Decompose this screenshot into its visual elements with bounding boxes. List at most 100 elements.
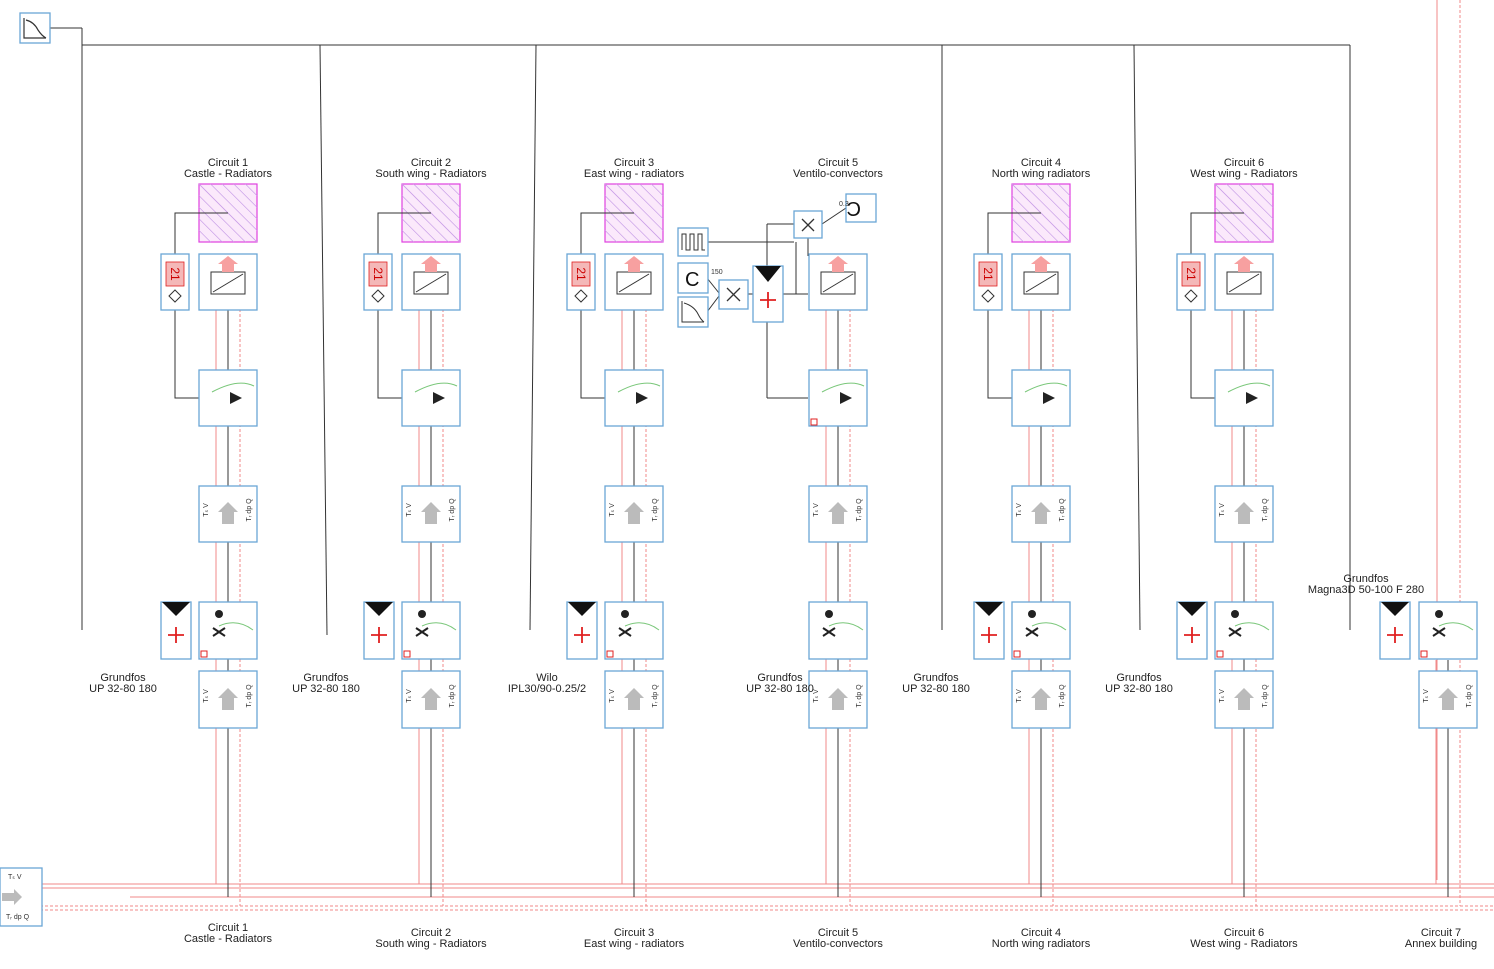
three-way-valve-icon [433, 392, 445, 404]
bus-wire-5 [1133, 44, 1141, 631]
valve-block[interactable] [401, 369, 461, 427]
pump-block-frame [198, 601, 258, 660]
valve-icon [618, 627, 632, 637]
pump-block[interactable] [1418, 601, 1478, 660]
grid-line [639, 183, 664, 208]
pump-model: UP 32-80 180 [1105, 683, 1173, 695]
pump-summation-block[interactable] [1379, 601, 1411, 660]
pump-summation-block[interactable] [1176, 601, 1208, 660]
pump-summation-block[interactable] [363, 601, 395, 660]
three-way-valve-icon [840, 392, 852, 404]
load-grid-icon[interactable] [0, 0, 664, 243]
valve-block[interactable] [808, 369, 868, 427]
plus-icon [168, 627, 184, 643]
valve-block[interactable] [1011, 369, 1071, 427]
heat-emitter-block[interactable] [1214, 253, 1274, 311]
grid-line [1046, 183, 1071, 208]
supply-pipe-label: Tₛ V [1423, 689, 1430, 703]
triangle-icon [365, 602, 393, 616]
setpoint-block[interactable]: 21 [160, 253, 190, 311]
pipe-segment-icon [1234, 688, 1254, 710]
status-icon [810, 418, 818, 426]
circuit-bottom-subtitle: South wing - Radiators [375, 938, 487, 950]
product-block-1[interactable] [718, 279, 749, 310]
setpoint-21-icon [571, 261, 591, 287]
boundary-source-block[interactable]: Tₛ V Tᵣ dp Q [0, 867, 43, 927]
return-pipe-label: Tᵣ dp Q [1059, 684, 1066, 708]
setpoint-block[interactable]: 21 [566, 253, 596, 311]
pump-block[interactable] [808, 601, 868, 660]
circuit-title: Circuit 2 [411, 157, 451, 169]
pump-icon [215, 610, 223, 618]
heat-emitter-block[interactable] [604, 253, 664, 311]
heating-curve-block[interactable] [19, 12, 51, 44]
setpoint-block[interactable]: 21 [1176, 253, 1206, 311]
pump-block[interactable] [604, 601, 664, 660]
setpoint-wire [174, 212, 228, 254]
pump-model: UP 32-80 180 [902, 683, 970, 695]
mix-icon [981, 289, 995, 303]
setpoint-block[interactable]: 21 [973, 253, 1003, 311]
grid-line [1034, 183, 1071, 220]
heat-emitter-block[interactable] [1011, 253, 1071, 311]
pump-brand: Grundfos [757, 672, 803, 684]
setpoint-21-icon [368, 261, 388, 287]
circuit-bottom-title: Circuit 1 [208, 922, 248, 934]
product-block-2[interactable] [793, 210, 823, 239]
circuit-bottom-subtitle: North wing radiators [992, 938, 1091, 950]
grid-line [245, 183, 258, 196]
setpoint-block[interactable]: 21 [363, 253, 393, 311]
pump-icon [418, 610, 426, 618]
grid-line [1261, 183, 1274, 196]
pump-block[interactable] [198, 601, 258, 660]
status-icon [606, 650, 614, 658]
valve-block[interactable] [198, 369, 258, 427]
pump-icon [1435, 610, 1443, 618]
pipe-segment-icon [218, 502, 238, 524]
grid-line [198, 195, 246, 243]
pump-summation-block[interactable] [160, 601, 192, 660]
heat-emitter-block[interactable] [808, 253, 868, 311]
pump-summation-block[interactable] [973, 601, 1005, 660]
bus-wire-2 [319, 44, 328, 636]
valve-block[interactable] [1214, 369, 1274, 427]
curve-block-circuit5[interactable] [677, 296, 709, 328]
summation-block-circuit5[interactable] [752, 265, 784, 323]
pump-block[interactable] [1214, 601, 1274, 660]
pump-icon [621, 610, 629, 618]
valve-block-frame [604, 369, 664, 427]
plus-icon [371, 627, 387, 643]
grid-line [1214, 230, 1227, 243]
constant-block-1[interactable]: C 150 [677, 262, 723, 294]
pulse-block[interactable] [677, 227, 709, 257]
triangle-icon [1178, 602, 1206, 616]
grid-line [1011, 195, 1059, 243]
valve-block-frame [808, 369, 868, 427]
valve-block[interactable] [604, 369, 664, 427]
grid-line [1249, 183, 1274, 208]
pump-block[interactable] [401, 601, 461, 660]
pump-curve [1031, 622, 1067, 631]
heat-emitter-block[interactable] [401, 253, 461, 311]
pump-summation-block[interactable] [566, 601, 598, 660]
heat-emitter-block[interactable] [198, 253, 258, 311]
constant-block-2[interactable]: C 0.3 [839, 193, 877, 223]
pump-block[interactable] [1011, 601, 1071, 660]
